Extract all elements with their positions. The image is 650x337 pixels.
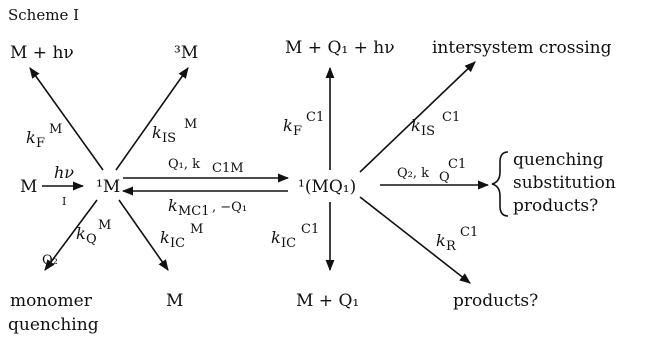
node-m-plus-hv: M + hν (10, 43, 74, 63)
svg-text:Q₂, k: Q₂, k (397, 166, 429, 181)
svg-text:F: F (36, 136, 45, 151)
arrow-fluorescence-m (29, 67, 104, 171)
arrow-isc-complex (359, 61, 476, 173)
node-intersystem-crossing: intersystem crossing (432, 38, 612, 58)
node-monomer: monomer (10, 291, 93, 311)
svg-text:M: M (190, 222, 203, 237)
node-singlet-m: ¹M (96, 177, 120, 197)
svg-text:k: k (436, 231, 446, 250)
rate-kr-c1: k R C1 (436, 225, 478, 254)
svg-text:C1: C1 (301, 222, 319, 237)
svg-text:IC: IC (170, 236, 185, 251)
svg-text:C1: C1 (460, 225, 478, 240)
svg-text:k: k (152, 123, 162, 142)
scheme-title: Scheme I (8, 6, 79, 24)
rate-kis-c1: k IS C1 (411, 110, 460, 139)
node-m-q1-bottom: M + Q₁ (296, 291, 359, 311)
node-quenching: quenching (8, 315, 99, 335)
arrow-reaction-complex (359, 196, 471, 284)
svg-text:k: k (411, 116, 421, 135)
q2-left-label: Q₂ (42, 253, 58, 268)
rate-kf-m: k F M (26, 122, 62, 151)
rate-kq-m: k Q M (76, 218, 111, 247)
svg-text:k: k (26, 128, 36, 147)
svg-text:k: k (160, 228, 170, 247)
brace-item-substitution: substitution (513, 173, 616, 193)
svg-text:k: k (283, 116, 293, 135)
svg-text:Q: Q (86, 232, 97, 247)
rate-kf-c1: k F C1 (283, 110, 324, 139)
svg-text:Q₁, k: Q₁, k (168, 157, 200, 172)
svg-text:C1: C1 (442, 110, 460, 125)
brace (491, 151, 509, 217)
rate-kic-c1: k IC C1 (271, 222, 319, 251)
svg-text:k: k (271, 228, 281, 247)
svg-text:k: k (168, 196, 178, 215)
svg-text:M: M (184, 117, 197, 132)
excitation-hv: hν (54, 163, 74, 182)
svg-text:, −Q₁: , −Q₁ (212, 200, 247, 215)
svg-text:C1: C1 (448, 157, 466, 172)
node-products: products? (453, 291, 538, 311)
rate-kic-m: k IC M (160, 222, 203, 251)
rate-kis-m: k IS M (152, 117, 197, 146)
brace-item-products: products? (513, 196, 598, 216)
arrow-monomer-quenching (44, 199, 98, 271)
node-m-ground: M (20, 177, 37, 197)
arrow-ic-m (118, 199, 169, 271)
svg-text:M: M (98, 218, 111, 233)
svg-text:F: F (293, 124, 302, 139)
svg-text:R: R (446, 239, 457, 254)
svg-text:MC1: MC1 (178, 204, 210, 219)
node-m-q1-hv: M + Q₁ + hν (285, 38, 395, 58)
svg-text:C1M: C1M (212, 161, 244, 176)
arrow-isc-m (115, 67, 189, 171)
excitation-intensity: I (62, 195, 66, 208)
node-m-bottom: M (166, 291, 183, 311)
node-exciplex: ¹(MQ₁) (298, 177, 356, 197)
rate-q2: Q₂, k Q C1 (397, 157, 466, 185)
svg-text:C1: C1 (306, 110, 324, 125)
svg-text:IS: IS (421, 124, 435, 139)
svg-text:IS: IS (162, 131, 176, 146)
node-triplet-m: ³M (174, 43, 198, 63)
svg-text:M: M (49, 122, 62, 137)
svg-text:k: k (76, 224, 86, 243)
brace-item-quenching: quenching (513, 150, 604, 170)
svg-text:Q: Q (439, 170, 450, 185)
svg-text:IC: IC (281, 236, 296, 251)
rate-forward: Q₁, k C1M (168, 157, 244, 176)
rate-reverse: k MC1 , −Q₁ (168, 196, 247, 219)
